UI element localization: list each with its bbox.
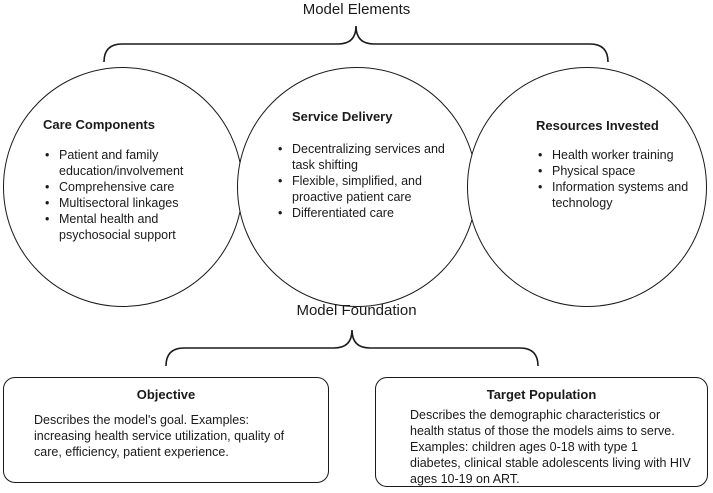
target-population-title: Target Population [486, 387, 597, 402]
model-foundation-bracket [165, 329, 539, 367]
resources-invested-list: Health worker training Physical space In… [536, 147, 696, 211]
list-item: Information systems and technology [536, 179, 696, 211]
service-delivery-title: Service Delivery [292, 109, 393, 124]
model-foundation-heading: Model Foundation [296, 302, 417, 319]
resources-invested-title: Resources Invested [536, 118, 659, 133]
list-item: Differentiated care [276, 205, 448, 221]
objective-text: Describes the model's goal. Examples: in… [34, 413, 285, 459]
list-item: Flexible, simplified, and proactive pati… [276, 173, 448, 205]
list-item: Physical space [536, 163, 696, 179]
care-components-list: Patient and family education/involvement… [43, 147, 223, 243]
objective-title: Objective [136, 387, 196, 402]
model-elements-heading: Model Elements [302, 1, 411, 18]
list-item: Comprehensive care [43, 179, 223, 195]
service-delivery-list: Decentralizing services and task shiftin… [276, 141, 448, 221]
list-item: Decentralizing services and task shiftin… [276, 141, 448, 173]
list-item: Health worker training [536, 147, 696, 163]
care-components-title: Care Components [43, 117, 155, 132]
target-population-text: Describes the demographic characteristic… [410, 408, 691, 486]
list-item: Multisectoral linkages [43, 195, 223, 211]
list-item: Patient and family education/involvement [43, 147, 223, 179]
objective-box: Objective Describes the model's goal. Ex… [3, 377, 329, 483]
model-elements-bracket [103, 25, 609, 63]
list-item: Mental health and psychosocial support [43, 211, 223, 243]
target-population-box: Target Population Describes the demograp… [375, 377, 708, 487]
